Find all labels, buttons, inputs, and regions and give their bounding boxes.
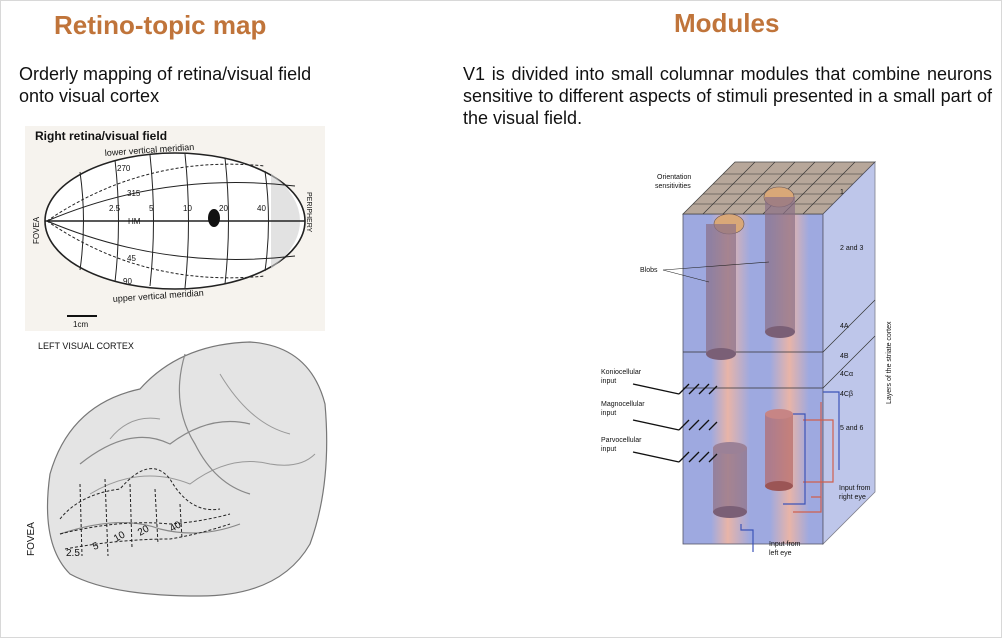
right-eye-label-2: right eye — [839, 494, 866, 501]
cortex-fovea-label: FOVEA — [26, 522, 37, 556]
magnocellular-label: Magnocellular — [601, 401, 645, 408]
modules-description: V1 is divided into small columnar module… — [463, 64, 992, 128]
v1-module-diagram: Orientation sensitivities Blobs Koniocel… — [593, 152, 900, 562]
layer-4c-alpha-label: 4Cα — [840, 371, 853, 378]
magnocellular-input-label: input — [601, 410, 616, 417]
retinotopic-title: Retino-topic map — [54, 10, 267, 40]
layer-4a-label: 4A — [840, 323, 849, 330]
retina-fovea-label: FOVEA — [32, 216, 41, 244]
angle-90: 90 — [123, 277, 132, 286]
retina-map: Right retina/visual field lower vertical… — [25, 126, 325, 331]
cortex-tick-10: 10 — [112, 529, 128, 544]
right-eye-label: Input from — [839, 485, 871, 492]
layer-5-6-label: 5 and 6 — [840, 425, 863, 432]
orientation-label: Orientation — [657, 174, 691, 181]
retina-heading: Right retina/visual field — [35, 129, 167, 143]
tick-40: 40 — [257, 204, 266, 213]
left-eye-label: Input from — [769, 541, 801, 548]
tick-10: 10 — [183, 204, 192, 213]
angle-315: 315 — [127, 189, 141, 198]
parvocellular-label: Parvocellular — [601, 437, 642, 444]
periphery-label: PERIPHERY — [305, 192, 312, 233]
koniocellular-label: Koniocellular — [601, 369, 642, 376]
layer-2-3-label: 2 and 3 — [840, 245, 863, 252]
modules-title: Modules — [674, 8, 780, 38]
angle-45: 45 — [127, 254, 136, 263]
cortex-heading: LEFT VISUAL CORTEX — [38, 341, 134, 351]
retinotopic-description: Orderly mapping of retina/visual field o… — [19, 64, 312, 106]
parvocellular-input-label: input — [601, 446, 616, 453]
angle-270: 270 — [117, 164, 131, 173]
cortex-tick-40: 40 — [168, 519, 184, 534]
tick-2-5: 2.5 — [109, 204, 121, 213]
blobs-label: Blobs — [640, 267, 658, 274]
scale-bar-label: 1cm — [73, 320, 88, 329]
layers-axis-title: Layers of the striate cortex — [886, 321, 893, 404]
tick-20: 20 — [219, 204, 228, 213]
orientation-label-2: sensitivities — [655, 183, 691, 190]
visual-cortex-drawing: LEFT VISUAL CORTEX 2.5 5 10 20 40 FOVEA — [20, 334, 335, 604]
layer-4b-label: 4B — [840, 353, 849, 360]
left-eye-label-2: left eye — [769, 550, 792, 557]
koniocellular-input-label: input — [601, 378, 616, 385]
cortex-tick-5: 5 — [91, 540, 100, 552]
layer-1-label: 1 — [840, 189, 844, 196]
cortex-tick-20: 20 — [136, 523, 152, 538]
layer-4c-beta-label: 4Cβ — [840, 391, 853, 398]
hm-label: HM — [128, 217, 141, 226]
cortex-tick-2-5: 2.5 — [66, 548, 80, 559]
tick-5: 5 — [149, 204, 154, 213]
